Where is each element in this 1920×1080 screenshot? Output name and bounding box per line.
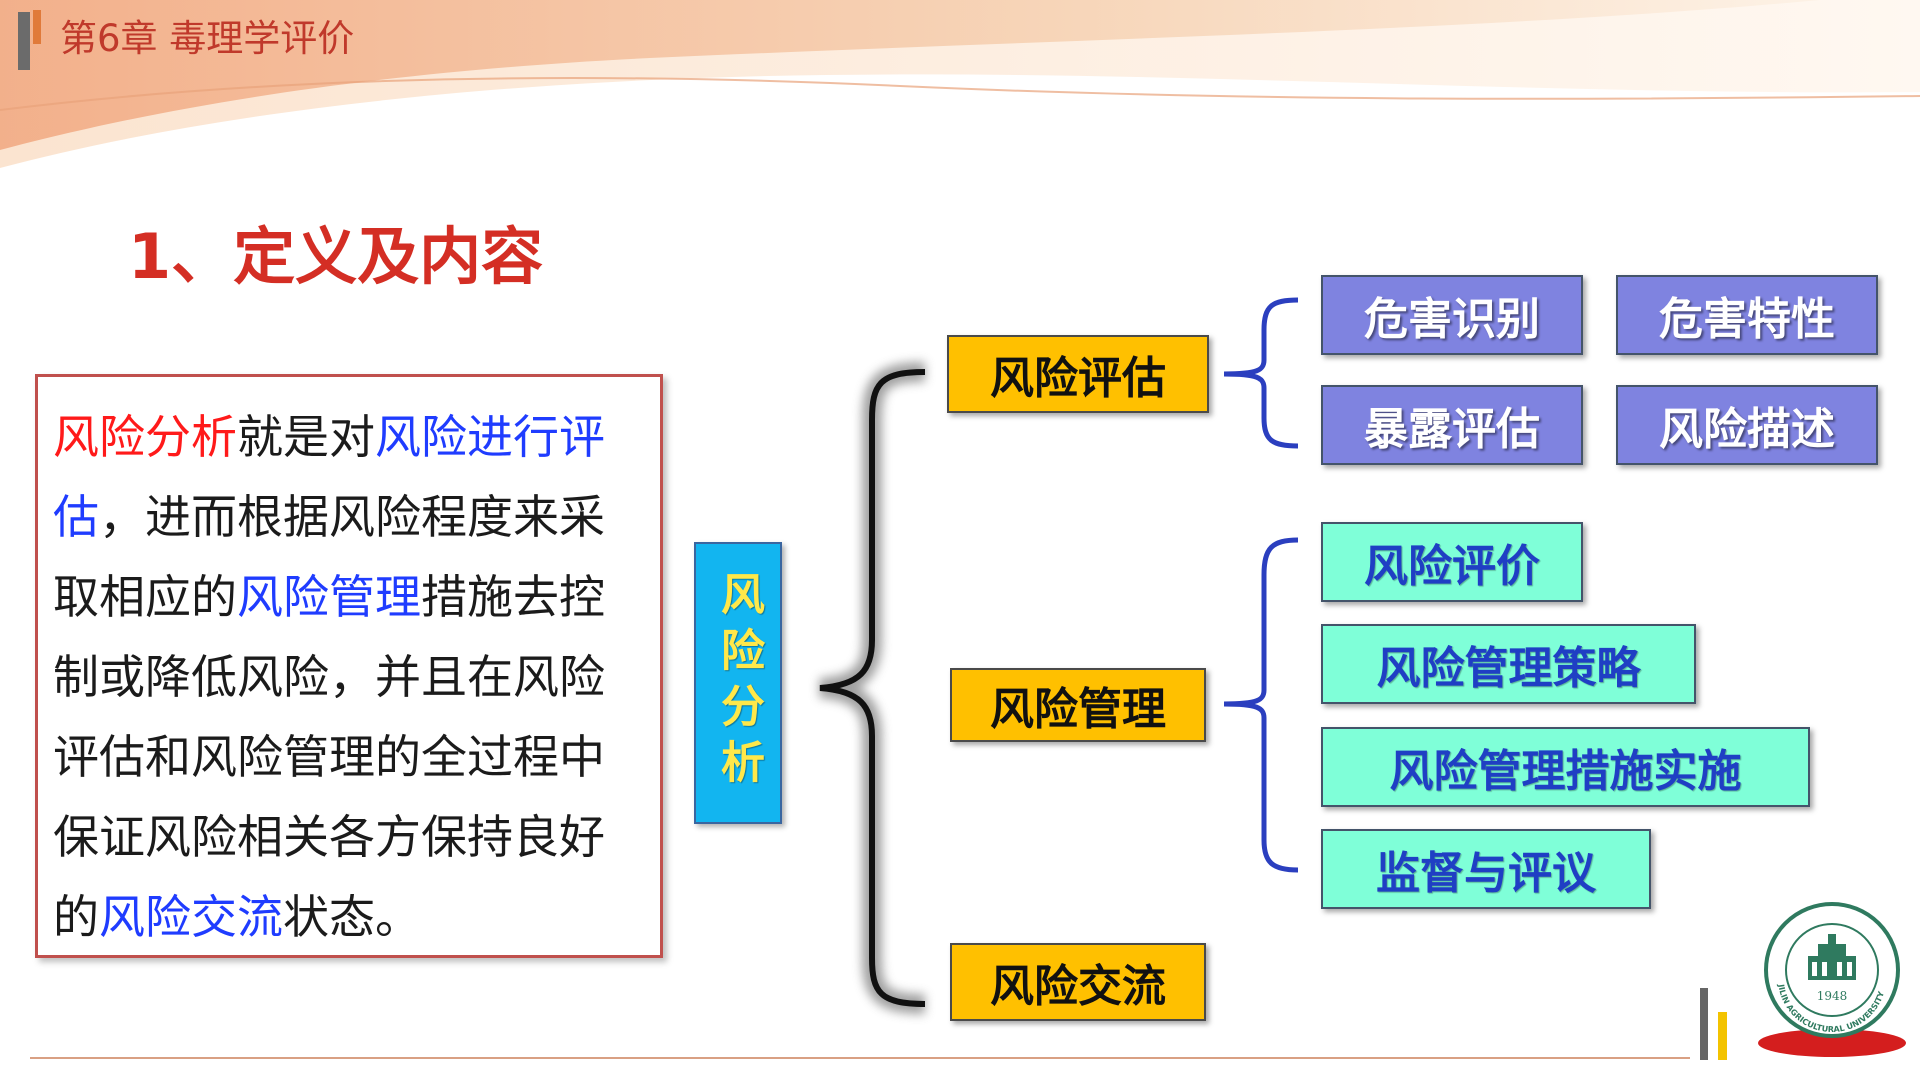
- university-seal-logo: 1948 JILIN AGRICULTURAL UNIVERSITY: [1752, 898, 1912, 1058]
- node-hazard-identification: 危害识别: [1321, 275, 1583, 355]
- root-node-label: 风险分析: [706, 571, 770, 795]
- node-risk-evaluation: 风险评价: [1321, 522, 1583, 602]
- node-hazard-characterization: 危害特性: [1616, 275, 1878, 355]
- node-risk-management-implementation: 风险管理措施实施: [1321, 727, 1810, 807]
- node-risk-characterization: 风险描述: [1616, 385, 1878, 465]
- seal-year: 1948: [1817, 989, 1848, 1003]
- branch-risk-communication: 风险交流: [950, 943, 1206, 1021]
- node-exposure-assessment: 暴露评估: [1321, 385, 1583, 465]
- node-risk-management-strategy: 风险管理策略: [1321, 624, 1696, 704]
- node-monitoring-review: 监督与评议: [1321, 829, 1651, 909]
- footer-bar-yellow: [1718, 1012, 1727, 1060]
- branch-risk-assessment: 风险评估: [947, 335, 1209, 413]
- branch-risk-management: 风险管理: [950, 668, 1206, 742]
- footer-bar-gray: [1700, 988, 1708, 1060]
- root-node-risk-analysis: 风险分析: [694, 542, 782, 824]
